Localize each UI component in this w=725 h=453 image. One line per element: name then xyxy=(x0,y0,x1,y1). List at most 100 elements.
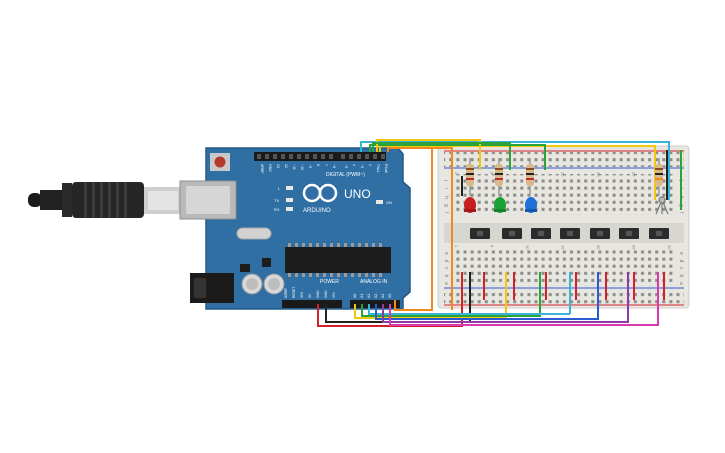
bottom-wire-stubs xyxy=(461,150,682,324)
row-letter: b xyxy=(443,275,449,278)
analog-label: ANALOG IN xyxy=(360,279,388,285)
led-l xyxy=(286,186,293,190)
column-number: 10 xyxy=(525,245,530,250)
power-rail-top xyxy=(444,152,684,167)
column-number: 15 xyxy=(561,172,566,177)
led-blue[interactable] xyxy=(525,197,537,213)
power-pin-label: 3V3 xyxy=(300,292,304,298)
terminal-strip-bottom xyxy=(452,248,676,286)
resistor[interactable] xyxy=(466,158,474,196)
row-letter: d xyxy=(443,260,449,263)
analog-pin-label: A3 xyxy=(374,294,378,298)
digital-pin-label: ~10 xyxy=(300,164,304,170)
usb-cable-icon[interactable] xyxy=(28,182,182,218)
digital-pin-label: RX◂0 xyxy=(384,164,388,173)
column-number: 1 xyxy=(454,245,459,248)
power-rail-bottom xyxy=(444,289,684,304)
digital-pin-label: ~6 xyxy=(332,164,336,168)
led-red[interactable] xyxy=(464,197,476,213)
analog-pin-label: A0 xyxy=(353,294,357,298)
power-header xyxy=(282,300,342,308)
digital-pin-label: TX▸1 xyxy=(376,164,380,172)
digital-pin-label: AREF xyxy=(260,164,264,174)
led-l-label: L xyxy=(278,186,281,191)
led-on-label: ON xyxy=(386,200,392,205)
terminal-strip-top xyxy=(452,174,676,215)
row-letter: e xyxy=(678,252,684,255)
analog-pin-label: A4 xyxy=(381,294,385,298)
digital-pin-label: ~3 xyxy=(360,164,364,168)
power-pin-label: GND xyxy=(324,290,328,298)
row-letter: f xyxy=(443,212,449,214)
column-number: 5 xyxy=(490,245,495,248)
wire-cyan-top[interactable] xyxy=(360,141,670,200)
wire-orange[interactable] xyxy=(387,147,433,311)
reset-button-icon[interactable] xyxy=(210,153,230,171)
power-pin-label: GND xyxy=(316,290,320,298)
board-brand: ARDUINO xyxy=(303,208,331,214)
power-label: POWER xyxy=(320,279,339,285)
led-tx-label: TX xyxy=(274,198,279,203)
resistor[interactable] xyxy=(655,158,663,196)
digital-pin-label: ~11 xyxy=(292,164,296,170)
led-tx xyxy=(286,198,293,202)
row-letter: c xyxy=(678,267,684,270)
breadboard[interactable]: jjiihhggffeeddccbbaa 1155101015152020252… xyxy=(437,145,690,309)
resistors[interactable] xyxy=(466,158,663,196)
power-pin-label: 5V xyxy=(308,293,312,298)
row-letter: i xyxy=(443,188,449,189)
digital-pin-label: GND xyxy=(268,164,272,172)
wire-a4[interactable] xyxy=(382,304,629,323)
digital-pin-label: 8 xyxy=(316,164,320,166)
row-letter: f xyxy=(678,212,684,214)
wire-green-top[interactable] xyxy=(369,144,546,170)
column-number: 20 xyxy=(596,172,601,177)
digital-pin-label: ~5 xyxy=(344,164,348,168)
digital-pin-label: 4 xyxy=(352,164,356,166)
leds[interactable] xyxy=(464,197,537,213)
column-number: 25 xyxy=(632,245,637,250)
analog-pin-label: A2 xyxy=(367,294,371,298)
microcontroller-chip xyxy=(285,247,391,273)
arduino-infinity-logo-icon xyxy=(302,183,338,203)
row-letter: g xyxy=(443,204,449,207)
photoresistor-icon[interactable] xyxy=(655,196,669,215)
resistor[interactable] xyxy=(495,158,503,196)
row-letter: a xyxy=(678,282,684,285)
column-number: 5 xyxy=(490,172,495,175)
led-on xyxy=(376,200,383,204)
column-number: 1 xyxy=(454,172,459,175)
wire-a3[interactable] xyxy=(375,304,599,320)
digital-pin-label: 13 xyxy=(276,164,280,168)
row-letter: a xyxy=(443,282,449,285)
column-number: 25 xyxy=(632,172,637,177)
arduino-uno-board[interactable]: ARDUINO UNO DIGITAL (PWM~) ANALOG IN POW… xyxy=(179,147,411,310)
wire-green-2[interactable] xyxy=(372,142,511,170)
board-model: UNO xyxy=(344,187,371,201)
resistor[interactable] xyxy=(526,158,534,196)
row-letter: j xyxy=(443,179,449,181)
led-rx-label: RX xyxy=(274,207,280,212)
led-green[interactable] xyxy=(494,197,506,213)
row-letter: d xyxy=(678,260,684,263)
power-pin-label: VIN xyxy=(332,292,336,298)
power-pin-label: RESET xyxy=(292,287,296,298)
digital-pin-label: 7 xyxy=(324,164,328,166)
wire-a5[interactable] xyxy=(389,304,659,326)
row-letter: c xyxy=(443,267,449,270)
analog-pin-label: A5 xyxy=(388,294,392,298)
wire-orange-2[interactable] xyxy=(432,147,453,310)
wires[interactable] xyxy=(317,139,670,327)
digital-header xyxy=(254,152,386,161)
column-number: 20 xyxy=(596,245,601,250)
power-pin-label: IOREF xyxy=(284,288,288,298)
digital-label: DIGITAL (PWM~) xyxy=(326,172,365,178)
wire-a2[interactable] xyxy=(368,304,570,315)
row-letter: b xyxy=(678,275,684,278)
row-letter: e xyxy=(443,252,449,255)
row-letter: h xyxy=(443,196,449,199)
wire-yellow-2[interactable] xyxy=(376,139,481,170)
